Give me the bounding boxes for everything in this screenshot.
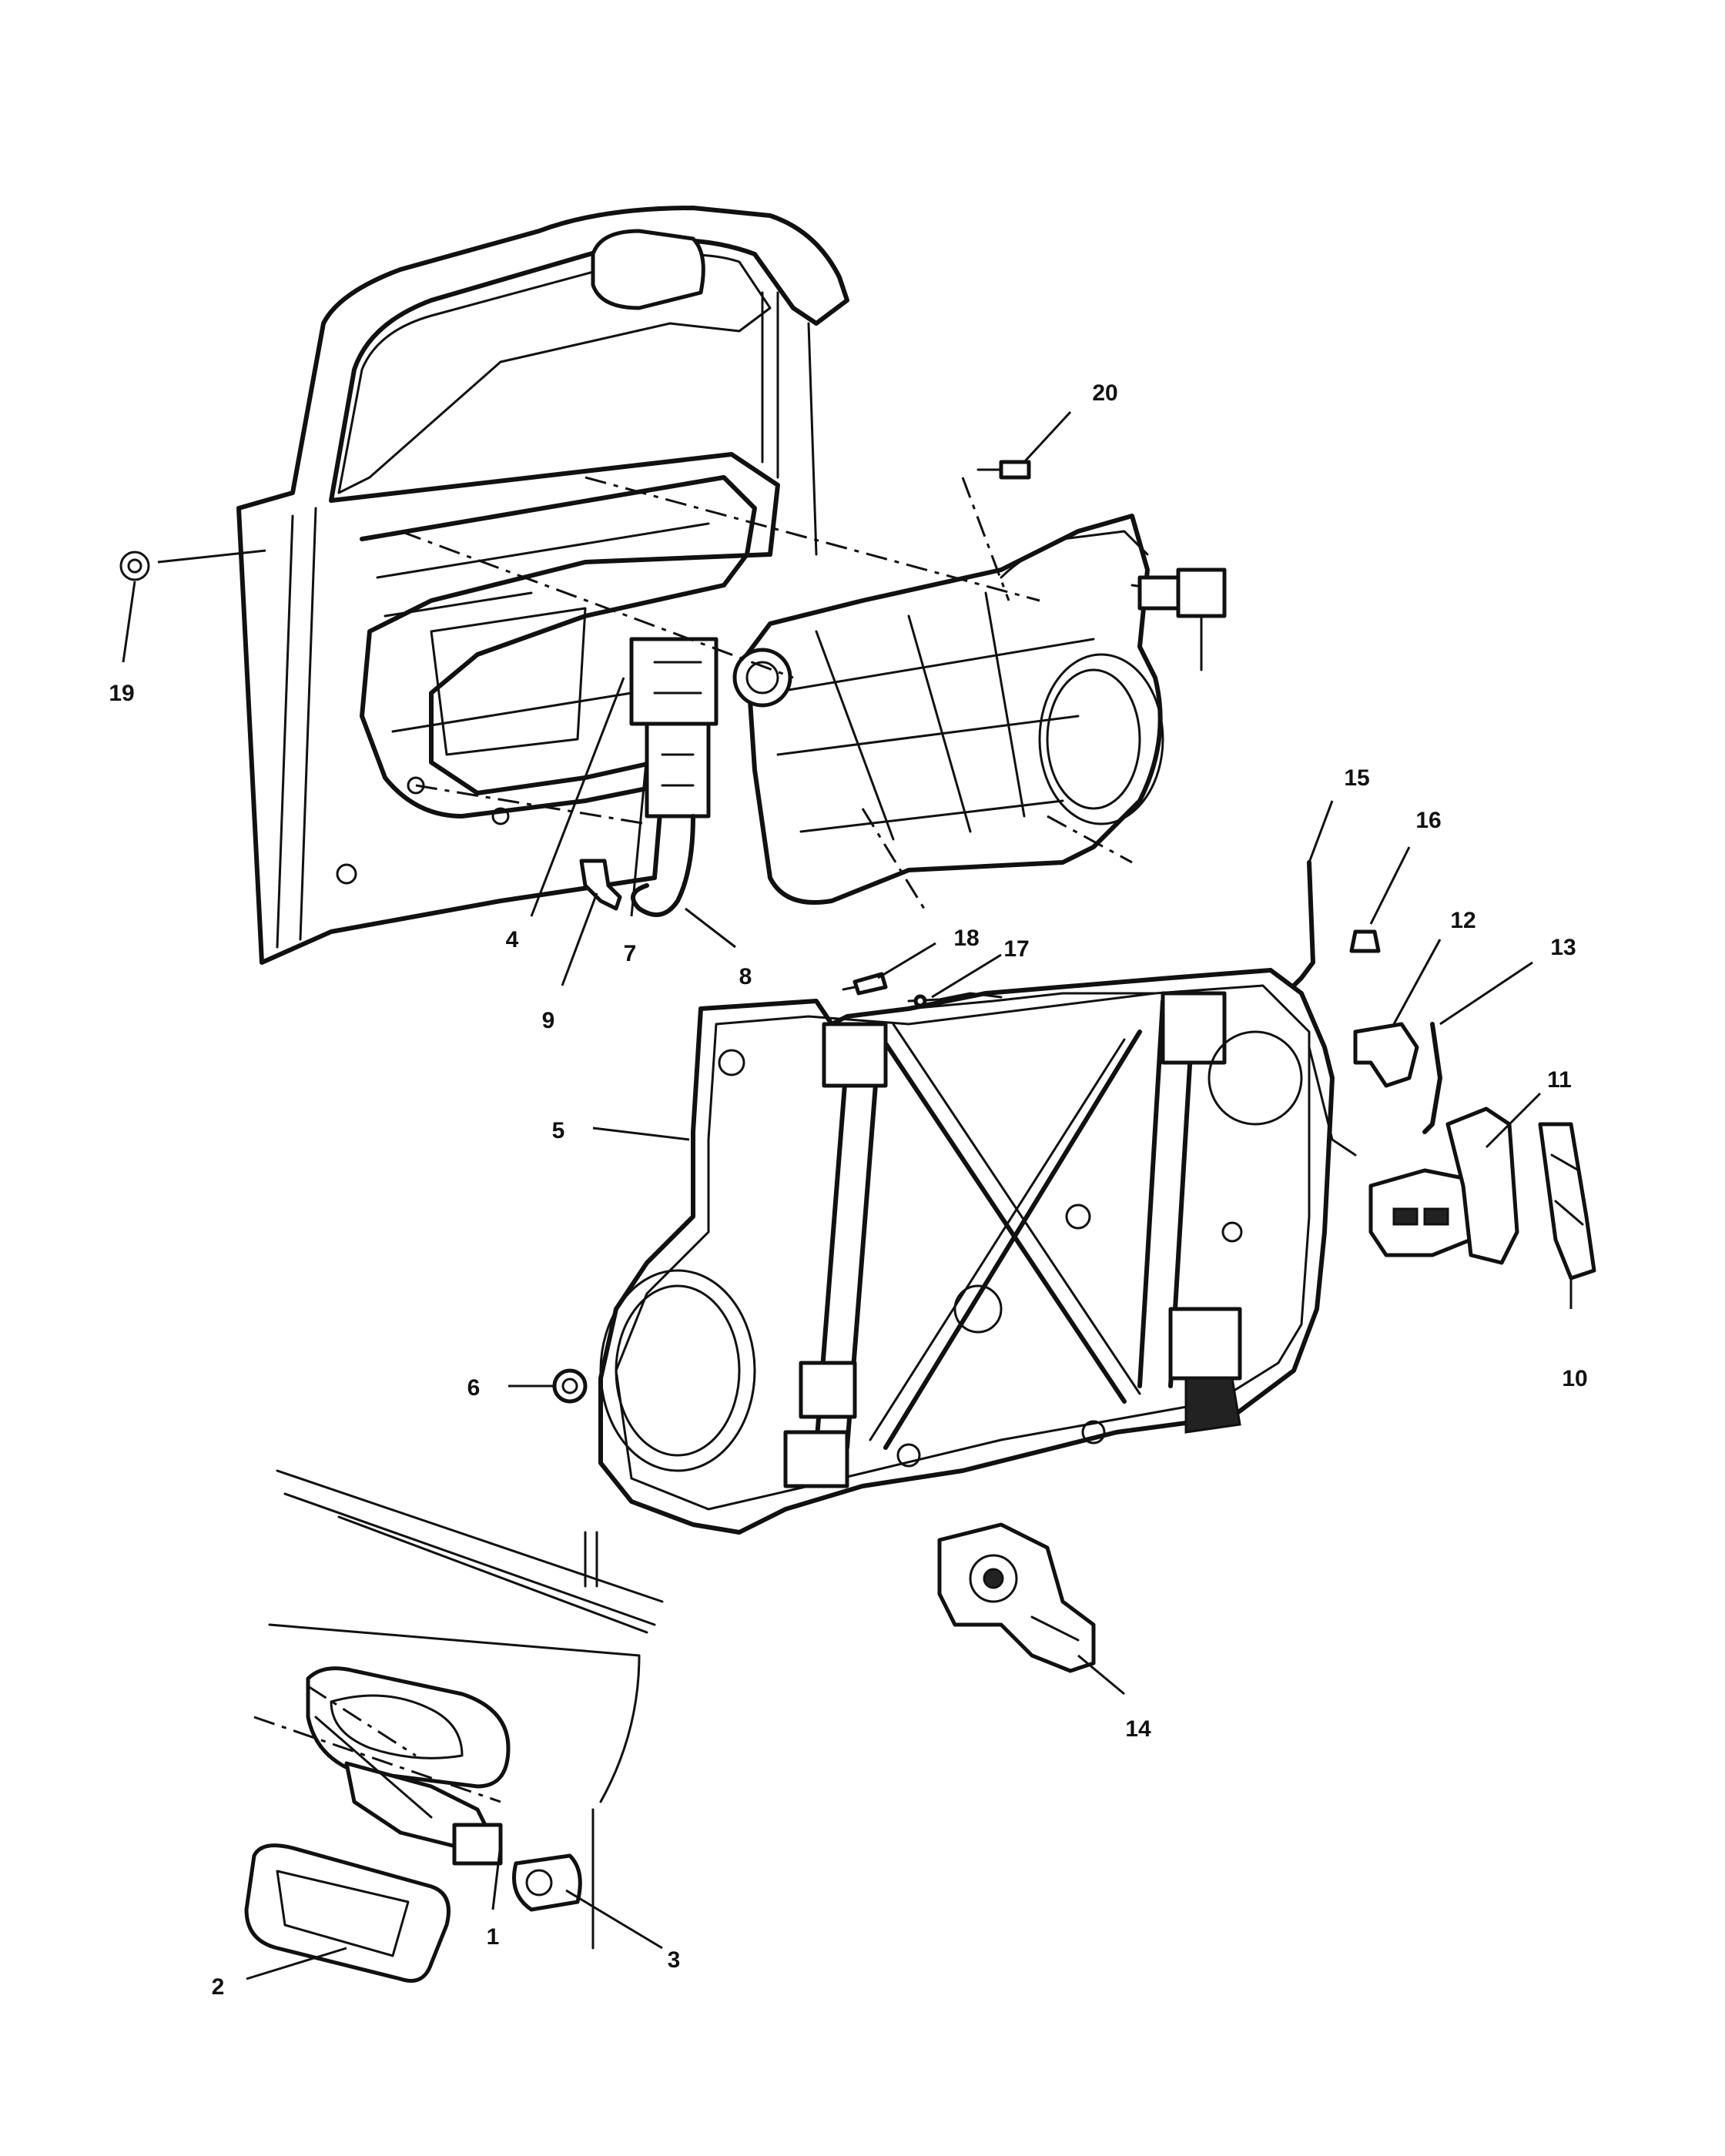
door-latch xyxy=(1368,1106,1519,1265)
callout-10: 10 xyxy=(1562,1366,1587,1391)
leader-15 xyxy=(1308,800,1334,863)
leader-8 xyxy=(685,907,736,949)
leader-20 xyxy=(1023,410,1072,464)
callout-labels: 1 2 3 4 5 6 7 8 9 10 11 12 13 14 15 16 1… xyxy=(109,380,1587,2000)
leader-2 xyxy=(246,1947,347,1980)
leader-18 xyxy=(877,942,936,979)
door-skin-section xyxy=(268,1469,664,1950)
outside-handle xyxy=(306,1666,511,1866)
window-regulator-motor xyxy=(937,1522,1096,1673)
leader-11 xyxy=(1485,1092,1542,1149)
callout-14: 14 xyxy=(1125,1716,1151,1742)
callout-6: 6 xyxy=(467,1375,481,1401)
callout-11: 11 xyxy=(1547,1067,1572,1093)
handle-bezel xyxy=(244,1843,451,1983)
leader-7 xyxy=(630,754,648,917)
callout-4: 4 xyxy=(506,927,519,952)
door-module-panel xyxy=(598,968,1357,1535)
assembly-centerlines xyxy=(253,476,1133,1803)
leader-12 xyxy=(1392,939,1442,1025)
callout-16: 16 xyxy=(1415,808,1441,833)
callout-17: 17 xyxy=(1003,936,1029,962)
small-fasteners xyxy=(119,460,1442,1404)
callout-2: 2 xyxy=(212,1974,225,2000)
leader-13 xyxy=(1439,961,1533,1026)
callout-18: 18 xyxy=(953,926,979,951)
door-module-assembly-upper xyxy=(629,514,1227,917)
leader-1 xyxy=(491,1843,502,1910)
leader-4 xyxy=(530,677,625,917)
callout-19: 19 xyxy=(109,681,134,706)
leader-14 xyxy=(1077,1654,1125,1696)
leader-lines xyxy=(122,410,1573,1980)
callout-1: 1 xyxy=(487,1924,500,1950)
leader-17 xyxy=(931,953,1002,999)
callout-7: 7 xyxy=(624,941,637,966)
callout-8: 8 xyxy=(739,964,752,989)
leader-9 xyxy=(561,892,598,986)
callout-5: 5 xyxy=(552,1118,565,1143)
leader-19b xyxy=(157,549,266,564)
callout-13: 13 xyxy=(1550,935,1576,960)
door-shell xyxy=(236,206,849,965)
callout-3: 3 xyxy=(668,1947,681,1973)
callout-9: 9 xyxy=(542,1008,555,1033)
leader-5 xyxy=(592,1127,690,1141)
callout-12: 12 xyxy=(1450,908,1475,933)
key-cylinder-cap xyxy=(512,1853,582,1912)
callout-20: 20 xyxy=(1092,380,1117,406)
leader-19 xyxy=(122,581,136,663)
callout-15: 15 xyxy=(1344,765,1369,791)
leader-3 xyxy=(565,1889,663,1950)
latch-cover xyxy=(1538,1122,1596,1281)
leader-16 xyxy=(1369,846,1411,925)
